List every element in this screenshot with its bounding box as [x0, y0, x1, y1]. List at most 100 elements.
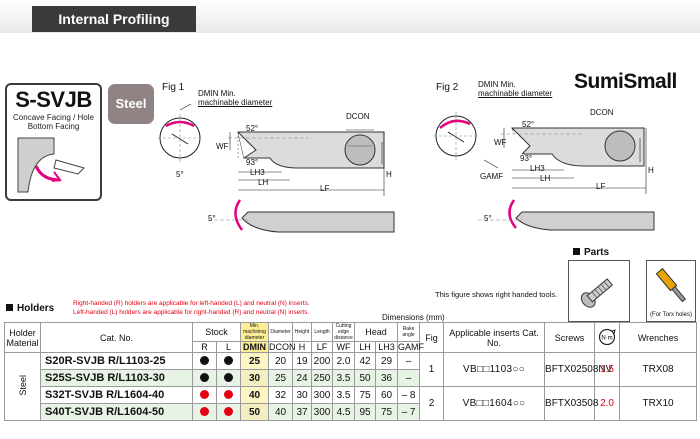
- gamf-cell: –: [397, 352, 421, 370]
- parts-title: Parts: [573, 247, 609, 258]
- dimensions-label: Dimensions (mm): [382, 313, 445, 322]
- fig1-label-wf: WF: [216, 142, 229, 151]
- material-text: Steel: [17, 374, 28, 396]
- fig1-drawing: [158, 104, 395, 233]
- fig2-angle-top: 52°: [522, 120, 535, 129]
- table-row: Steel S20R-SVJB R/L1103-25 25 20 19 200 …: [4, 352, 698, 421]
- steel-badge: Steel: [108, 84, 154, 124]
- th-dcon: DCON: [268, 341, 296, 353]
- th-l: L: [215, 341, 242, 353]
- stock-dot: [200, 356, 209, 366]
- fig2-label-lh3: LH3: [530, 164, 545, 173]
- lf-cell: 300: [311, 386, 334, 404]
- fig2-dmin-note-1: DMIN Min.: [478, 80, 516, 89]
- square-bullet-icon: [573, 248, 580, 255]
- dcon-cell: 40: [268, 403, 294, 421]
- h-cell: 37: [292, 403, 313, 421]
- parts-title-text: Parts: [584, 247, 610, 258]
- dmin-cell: 30: [240, 369, 270, 387]
- fig1-angle-lower: 5°: [208, 214, 216, 223]
- wf-cell: 3.5: [332, 369, 356, 387]
- fig2-angle-bottom: 93°: [520, 154, 533, 163]
- fig1-angle-top: 52°: [246, 124, 259, 133]
- wrench-icon: [655, 267, 687, 303]
- fig2-label-dcon: DCON: [590, 108, 614, 117]
- fig2-angle-lower: 5°: [484, 214, 492, 223]
- stock-l-cell: [215, 386, 242, 404]
- table-row: S25S-SVJB R/L1103-30 30 25 24 250 3.5 50…: [5, 369, 697, 387]
- dcon-cell: 25: [268, 369, 294, 387]
- table-row: S40T-SVJB R/L1604-50 50 40 37 300 4.5 95…: [5, 403, 697, 421]
- th-height: Height: [292, 322, 313, 342]
- screw-icon: [580, 278, 614, 308]
- stock-dot: [224, 407, 233, 417]
- fig2-label: Fig 2: [436, 82, 459, 93]
- screw-image-box: [568, 260, 630, 322]
- h-cell: 19: [292, 352, 313, 370]
- lh3-cell: 29: [375, 352, 399, 370]
- dmin-cell: 50: [240, 403, 270, 421]
- lh-cell: 75: [354, 386, 377, 404]
- th-inserts: Applicable inserts Cat. No.: [443, 322, 546, 353]
- torx-note: (For Torx holes): [650, 312, 692, 318]
- stock-dot: [224, 373, 233, 383]
- wf-cell: 4.5: [332, 403, 356, 421]
- lf-cell: 200: [311, 352, 334, 370]
- th-rake: Rake angle: [397, 322, 421, 342]
- stock-dot: [200, 390, 209, 400]
- fig1-label-lh: LH: [258, 178, 269, 187]
- th-gamf: GAMF: [397, 341, 425, 353]
- fig1-label-dcon: DCON: [346, 112, 370, 121]
- th-cat-no: Cat. No.: [40, 322, 193, 353]
- insert-cell: VB□□1604○○: [443, 386, 546, 421]
- fig2-label-lf: LF: [596, 182, 606, 191]
- fig1-dmin-note-1: DMIN Min.: [198, 89, 236, 98]
- th-length: Length: [311, 322, 334, 342]
- th-holder-material: Holder Material: [4, 322, 41, 353]
- material-cell: Steel: [4, 352, 41, 421]
- fig-cell: 1: [419, 352, 445, 387]
- fig1-angle-side: 5°: [176, 170, 184, 179]
- lh-cell: 95: [354, 403, 377, 421]
- cat-no-cell: S25S-SVJB R/L1103-30: [40, 369, 193, 387]
- holders-title: Holders: [6, 303, 54, 314]
- th-cutting-edge: Cutting edge distance: [332, 322, 356, 342]
- insert-cell: VB□□1103○○: [443, 352, 546, 387]
- fig2-label-lh: LH: [540, 174, 551, 183]
- stock-dot: [224, 390, 233, 400]
- h-cell: 30: [292, 386, 313, 404]
- stock-l-cell: [215, 403, 242, 421]
- fig1-angle-bottom: 93°: [246, 158, 259, 167]
- fig1-label: Fig 1: [162, 82, 185, 93]
- dcon-cell: 32: [268, 386, 294, 404]
- dmin-cell: 40: [240, 386, 270, 404]
- brand-logo: SumiSmall: [574, 70, 677, 93]
- fig-cell: 2: [419, 386, 445, 421]
- wrench-cell: TRX10: [619, 386, 698, 421]
- stock-r-cell: [192, 403, 217, 421]
- dcon-cell: 20: [268, 352, 294, 370]
- th-min-dia: Min. machining diameter: [240, 322, 270, 342]
- fig1-dmin-note-2: machinable diameter: [198, 98, 273, 107]
- stock-r-cell: [192, 352, 217, 370]
- application-icon: [17, 137, 85, 193]
- lh3-cell: 75: [375, 403, 399, 421]
- wf-cell: 3.5: [332, 386, 356, 404]
- cat-no-cell: S40T-SVJB R/L1604-50: [40, 403, 193, 421]
- series-description: Concave Facing / Hole Bottom Facing: [13, 113, 94, 131]
- stock-l-cell: [215, 369, 242, 387]
- th-torque: N·m: [594, 322, 621, 353]
- th-wf: WF: [332, 341, 356, 353]
- stock-dot: [200, 407, 209, 417]
- stock-dot: [200, 373, 209, 383]
- th-stock: Stock: [191, 322, 242, 342]
- lf-cell: 300: [311, 403, 334, 421]
- fig-note: This figure shows right handed tools.: [435, 290, 558, 299]
- th-head: Head: [354, 322, 399, 342]
- page-title: Internal Profiling: [32, 6, 196, 32]
- holders-title-text: Holders: [17, 303, 55, 314]
- fig2-label-gamf: GAMF: [480, 172, 504, 181]
- wrench-image-box: [646, 260, 696, 322]
- table-row: S32T-SVJB R/L1604-40 40 32 30 300 3.5 75…: [5, 386, 698, 421]
- screw-cell: BFTX02508NV: [544, 352, 612, 387]
